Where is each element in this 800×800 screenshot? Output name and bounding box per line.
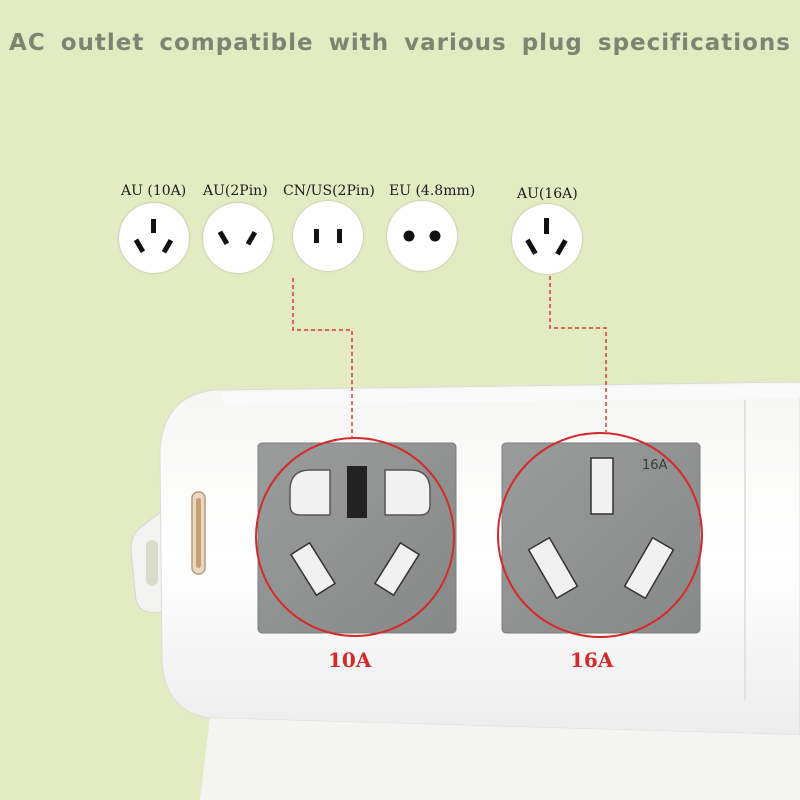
socket-16a-highlight-circle — [497, 432, 703, 638]
connector-line-10a — [292, 278, 353, 438]
rating-label-16a: 16A — [570, 648, 614, 672]
headline: AC outlet compatible with various plug s… — [9, 30, 791, 56]
socket-16a-face-mark: 16A — [642, 458, 668, 473]
plug-label-eu: EU (4.8mm) — [389, 183, 476, 199]
socket-10a — [257, 442, 457, 634]
socket-16a — [501, 442, 701, 634]
plug-label-au-10a: AU (10A) — [121, 183, 187, 199]
connector-line-16a — [549, 276, 607, 432]
eu-round-pin-plug-icon — [387, 201, 457, 271]
plug-label-au-16a: AU(16A) — [517, 186, 578, 202]
plug-label-cn-us-2pin: CN/US(2Pin) — [283, 183, 375, 199]
rating-label-10a: 10A — [328, 648, 372, 672]
cn-us-2pin-plug-icon — [293, 201, 363, 271]
au-2pin-plug-icon — [203, 203, 273, 273]
au-10a-plug-icon — [119, 203, 189, 273]
plug-label-au-2pin: AU(2Pin) — [203, 183, 268, 199]
au-16a-plug-icon — [512, 204, 582, 274]
power-strip-body — [159, 381, 800, 800]
socket-10a-highlight-circle — [255, 437, 455, 637]
